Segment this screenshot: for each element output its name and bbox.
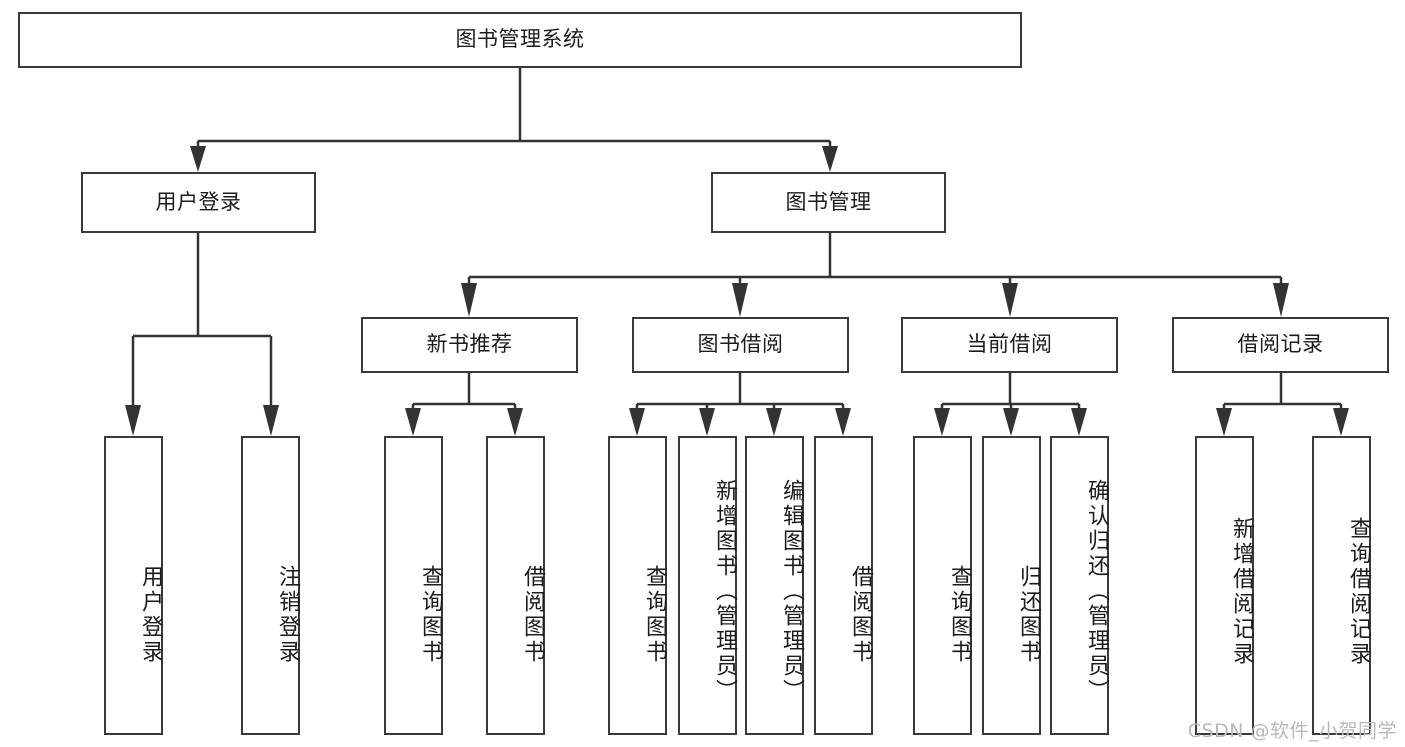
leaf-confirm-return-label: 确认归还（管理员）	[1084, 479, 1109, 704]
leaf-borrow-book-rec[interactable]: 借阅图书	[486, 436, 545, 735]
node-borrow-record-label: 借阅记录	[1237, 332, 1324, 357]
node-book-borrow[interactable]: 图书借阅	[632, 317, 849, 373]
node-current-borrow-label: 当前借阅	[966, 332, 1053, 357]
node-book-manage-label: 图书管理	[785, 189, 872, 214]
node-user-login[interactable]: 用户登录	[81, 172, 316, 233]
node-book-manage[interactable]: 图书管理	[711, 172, 946, 233]
leaf-query-book-cur[interactable]: 查询图书	[913, 436, 972, 735]
leaf-add-book-label: 新增图书（管理员）	[712, 479, 737, 704]
leaf-query-record-label: 查询借阅记录	[1346, 516, 1371, 667]
leaf-edit-book[interactable]: 编辑图书（管理员）	[745, 436, 804, 735]
leaf-user-logout[interactable]: 注销登录	[241, 436, 300, 735]
node-book-borrow-label: 图书借阅	[697, 332, 784, 357]
leaf-edit-book-label: 编辑图书（管理员）	[779, 479, 804, 704]
node-root-label: 图书管理系统	[455, 27, 585, 52]
leaf-confirm-return[interactable]: 确认归还（管理员）	[1050, 436, 1109, 735]
leaf-add-record[interactable]: 新增借阅记录	[1195, 436, 1254, 735]
leaf-borrow-book-label: 借阅图书	[848, 564, 873, 665]
csdn-watermark: CSDN @软件_小贺同学	[1187, 720, 1397, 742]
leaf-add-book[interactable]: 新增图书（管理员）	[678, 436, 737, 735]
node-borrow-record[interactable]: 借阅记录	[1172, 317, 1389, 373]
leaf-user-logout-label: 注销登录	[275, 564, 300, 665]
node-new-book-recommend-label: 新书推荐	[426, 332, 513, 357]
node-current-borrow[interactable]: 当前借阅	[901, 317, 1118, 373]
leaf-query-book-rec[interactable]: 查询图书	[384, 436, 443, 735]
node-root[interactable]: 图书管理系统	[18, 12, 1022, 68]
leaf-return-book-label: 归还图书	[1016, 564, 1041, 665]
leaf-borrow-book-rec-label: 借阅图书	[520, 564, 545, 665]
leaf-query-book-cur-label: 查询图书	[947, 564, 972, 665]
leaf-add-record-label: 新增借阅记录	[1229, 516, 1254, 667]
leaf-query-book-borrow[interactable]: 查询图书	[608, 436, 667, 735]
leaf-borrow-book[interactable]: 借阅图书	[814, 436, 873, 735]
leaf-query-book-rec-label: 查询图书	[418, 564, 443, 665]
leaf-user-login[interactable]: 用户登录	[104, 436, 163, 735]
leaf-return-book[interactable]: 归还图书	[982, 436, 1041, 735]
leaf-user-login-label: 用户登录	[138, 564, 163, 665]
leaf-query-book-borrow-label: 查询图书	[642, 564, 667, 665]
node-new-book-recommend[interactable]: 新书推荐	[361, 317, 578, 373]
leaf-query-record[interactable]: 查询借阅记录	[1312, 436, 1371, 735]
node-user-login-label: 用户登录	[155, 189, 242, 214]
